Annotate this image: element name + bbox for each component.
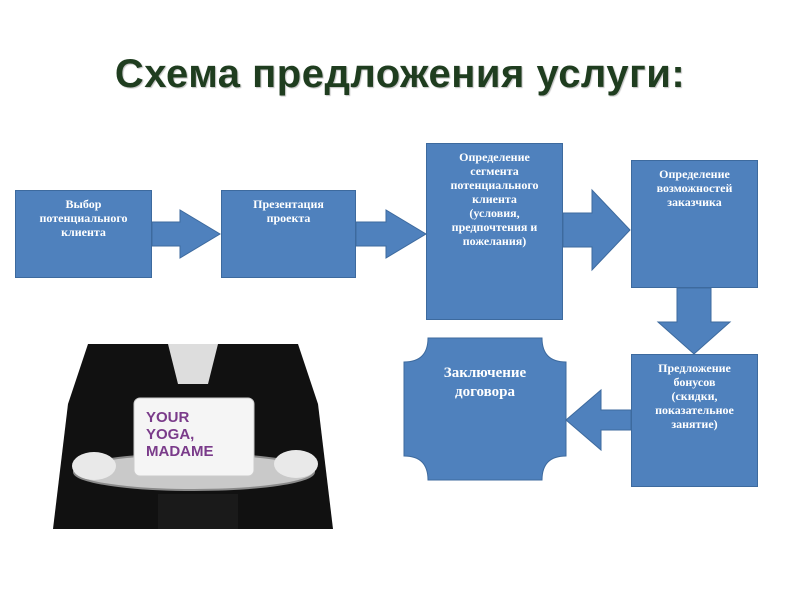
box-segment: Определение сегмента потенциального клие…: [426, 143, 563, 320]
right-glove: [274, 450, 318, 478]
box-bonuses: Предложение бонусов (скидки, показательн…: [631, 354, 758, 487]
arrow-right-2: [355, 209, 427, 259]
arrow-down: [656, 287, 732, 355]
arrow-right-1: [151, 209, 221, 259]
sign-card: [133, 397, 255, 477]
arrow-right-3: [562, 188, 631, 272]
waiter-trousers: [158, 494, 238, 529]
arrow-left: [565, 388, 632, 452]
waiter-photo: YOUR YOGA, MADAME: [48, 344, 338, 529]
box-select-client: Выбор потенциального клиента: [15, 190, 152, 278]
sign-text: YOUR YOGA, MADAME: [146, 409, 214, 460]
box-contract-shape: [403, 337, 567, 481]
box-capabilities: Определение возможностей заказчика: [631, 160, 758, 288]
box-presentation: Презентация проекта: [221, 190, 356, 278]
page-title: Схема предложения услуги:: [114, 52, 686, 96]
shirt-front: [168, 344, 218, 384]
box-contract: Заключение договора: [443, 365, 527, 400]
left-glove: [72, 452, 116, 480]
